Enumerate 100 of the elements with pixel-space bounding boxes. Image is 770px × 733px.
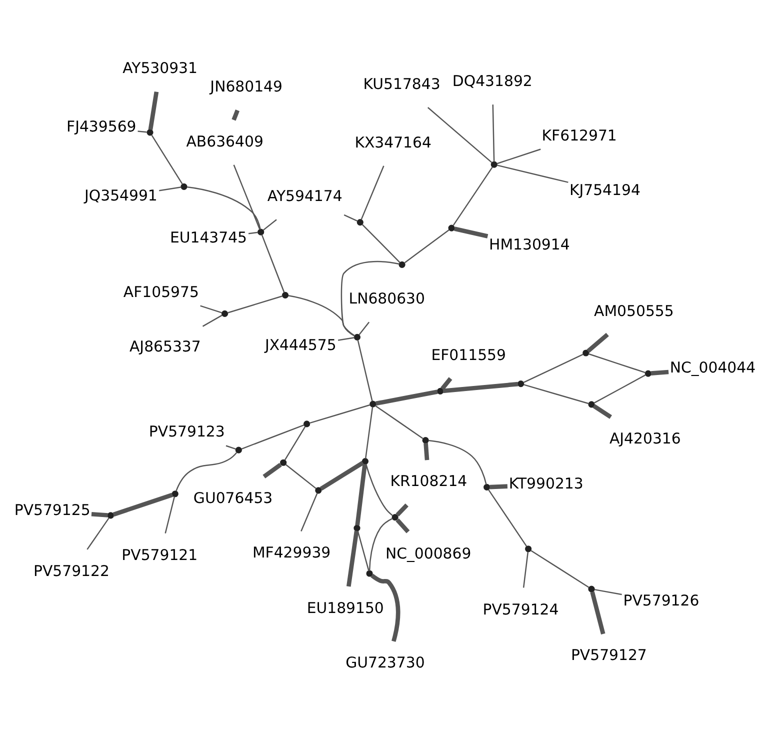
node-circle: [422, 437, 429, 444]
connector: [228, 295, 283, 314]
node-text: AY594174: [267, 186, 342, 205]
connector: [370, 574, 400, 642]
node-text: AM050555: [594, 302, 674, 320]
node-text: JQ354991: [84, 186, 158, 204]
node-text: JN680149: [210, 78, 283, 96]
node-text: AF105975: [123, 283, 199, 302]
connector: [364, 406, 374, 459]
node-circle: [448, 224, 455, 232]
connector: [176, 452, 238, 492]
connector: [362, 224, 400, 263]
connector: [261, 234, 285, 293]
connector: [357, 530, 370, 572]
node-circle: [356, 219, 364, 226]
connector: [594, 588, 622, 596]
node-text: AY530931: [122, 59, 198, 78]
node-circle: [354, 524, 360, 532]
node-text: EU189150: [306, 598, 384, 617]
node-text: PV579121: [122, 546, 198, 564]
connector: [148, 91, 159, 130]
connector: [232, 110, 240, 121]
node-text: PV579124: [482, 600, 559, 618]
node-circle: [315, 487, 322, 494]
node-text: KU517843: [363, 74, 440, 93]
node-circle: [484, 484, 490, 490]
node-text: LN680630: [348, 289, 425, 308]
connector: [344, 214, 358, 222]
connector: [300, 492, 318, 532]
node-text: KX347164: [354, 133, 432, 152]
node-circle: [146, 129, 154, 136]
node-text: HM130914: [489, 236, 570, 254]
connector: [288, 295, 355, 336]
node-circle: [282, 292, 289, 298]
node-circle: [588, 586, 595, 592]
node-text: MF429939: [252, 544, 331, 562]
connector: [522, 552, 529, 588]
node-circle: [392, 514, 398, 521]
connector: [358, 322, 370, 336]
node-text: PV579122: [34, 562, 110, 580]
connector: [285, 464, 316, 490]
connector: [284, 426, 306, 460]
connector: [365, 464, 394, 516]
connector: [492, 104, 495, 162]
node-circle: [362, 458, 369, 465]
connector: [442, 382, 518, 394]
connector: [375, 390, 438, 406]
connector: [594, 374, 646, 404]
node-text: AB636409: [186, 132, 264, 150]
connector: [338, 337, 355, 341]
connector: [346, 530, 359, 587]
connector: [496, 164, 568, 183]
connector: [340, 260, 400, 337]
node-text: EU143745: [170, 228, 248, 246]
node-circle: [280, 459, 287, 466]
connector: [309, 404, 370, 424]
connector: [396, 504, 408, 517]
connector: [374, 405, 424, 439]
connector: [138, 130, 147, 133]
node-circle: [221, 310, 228, 317]
connector: [112, 492, 174, 517]
node-text: NC_004044: [670, 358, 756, 376]
node-circle: [398, 261, 406, 268]
node-text: FJ439569: [66, 118, 136, 136]
connector: [530, 550, 590, 588]
node-circle: [303, 420, 310, 428]
node-text: KF612971: [542, 126, 617, 144]
node-text: PV579127: [570, 646, 647, 664]
node-text: GU723730: [346, 654, 425, 672]
node-circle: [518, 380, 524, 388]
connector: [396, 518, 410, 534]
connector: [262, 219, 277, 231]
connector: [452, 166, 493, 226]
node-text: KJ754194: [569, 180, 640, 199]
connector: [91, 512, 108, 518]
node-text: PV579125: [14, 501, 90, 520]
connector: [159, 186, 182, 192]
connector: [427, 107, 492, 164]
node-circle: [180, 183, 188, 190]
node-text: AJ420316: [610, 430, 681, 448]
connector: [360, 166, 384, 220]
connector: [440, 377, 452, 390]
connector: [226, 445, 236, 450]
connector: [368, 518, 393, 571]
connector: [524, 384, 590, 404]
connector: [404, 229, 450, 264]
node-text: PV579123: [148, 422, 225, 440]
connector: [428, 440, 487, 485]
connector: [355, 464, 368, 526]
connector: [202, 314, 222, 327]
connector: [248, 232, 258, 234]
connector: [496, 148, 541, 164]
node-circle: [235, 446, 242, 454]
node-circle: [172, 490, 178, 498]
connector: [586, 332, 609, 353]
connector: [523, 354, 584, 384]
connector: [200, 305, 222, 314]
connector: [592, 404, 612, 419]
connector: [490, 484, 508, 490]
connector: [164, 496, 176, 534]
